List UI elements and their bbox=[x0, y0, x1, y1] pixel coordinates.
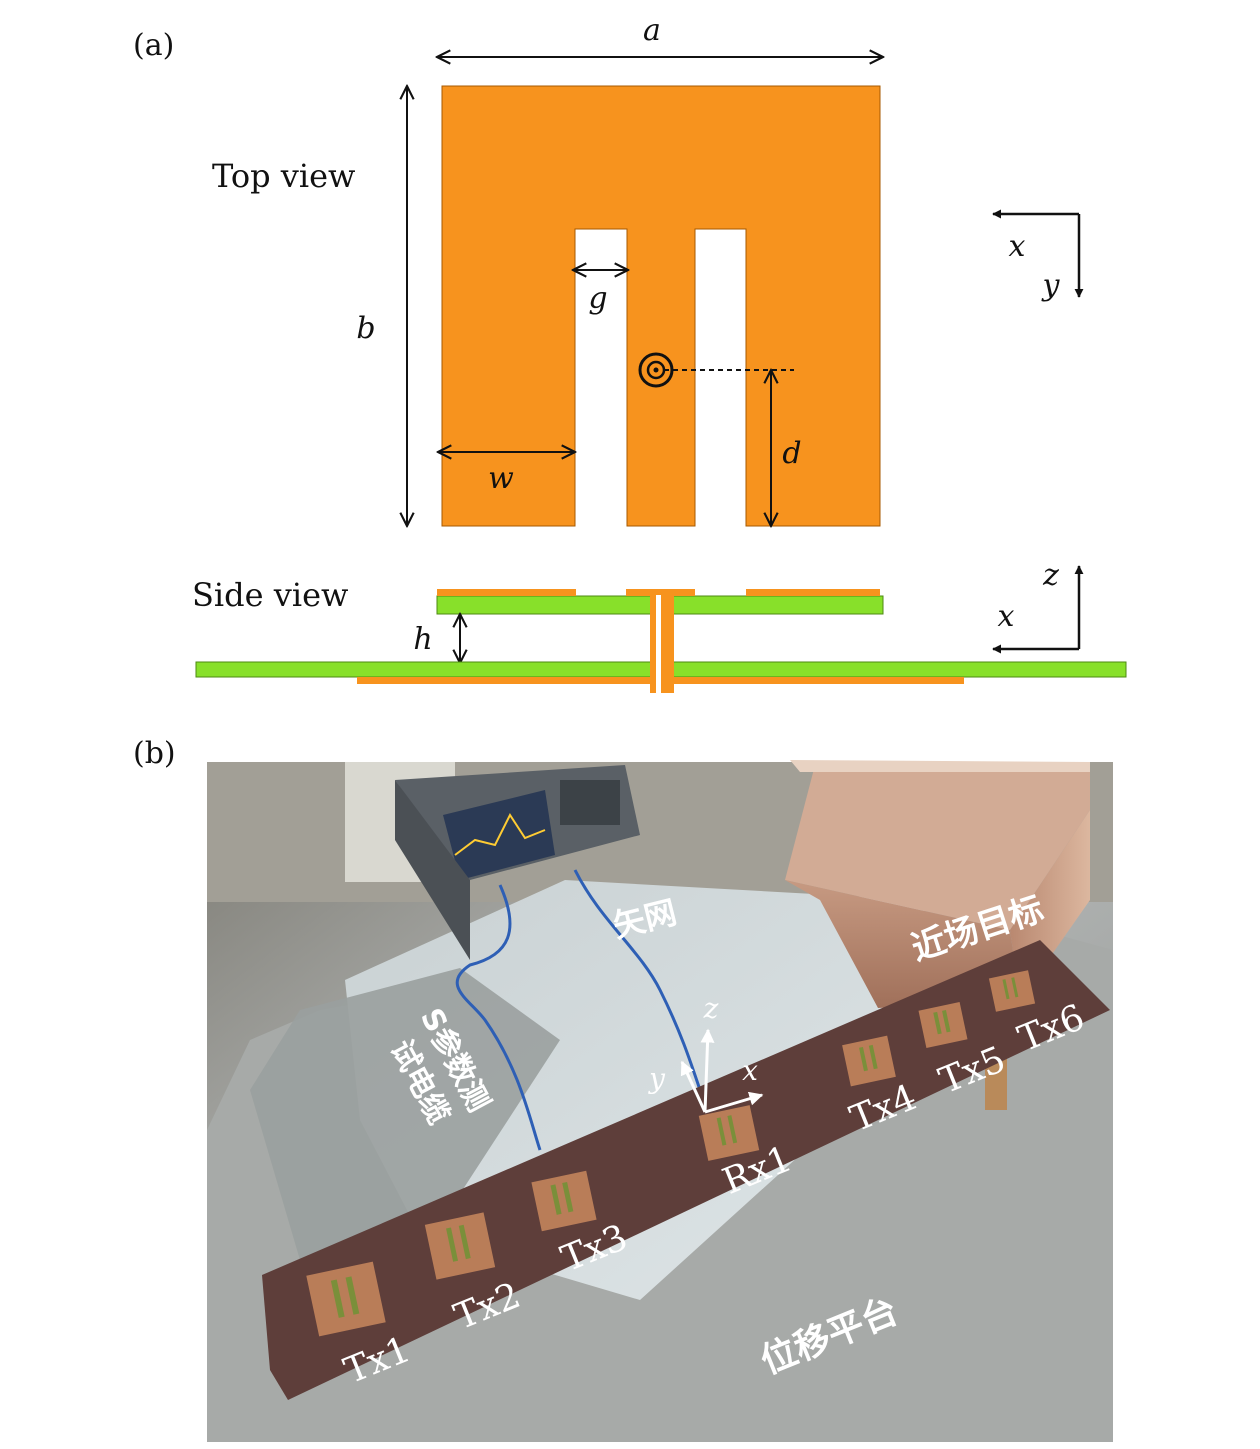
feed-point-center bbox=[653, 367, 659, 373]
photo-axis-y-label: y bbox=[647, 1062, 666, 1095]
photo-axis-z-label: z bbox=[703, 992, 719, 1025]
ground-substrate bbox=[195, 660, 1127, 693]
antenna-tx4 bbox=[842, 1035, 896, 1087]
feed-point-outer bbox=[638, 352, 674, 388]
dimension-w-label: w bbox=[488, 461, 514, 496]
antenna-rx1 bbox=[698, 1105, 760, 1161]
dimension-b-label: b bbox=[356, 311, 375, 346]
photo-axis-x-label: x bbox=[742, 1054, 758, 1087]
panel-a-label: (a) bbox=[133, 28, 174, 63]
side-axis-z-label: z bbox=[1042, 558, 1059, 593]
top-axis-y-label: y bbox=[1041, 268, 1061, 303]
panel-b-label: (b) bbox=[133, 736, 176, 771]
measurement-photo: z y x 矢网 近场目标 S参数测 试电缆 位移平台 Tx1 Tx2 Tx3 … bbox=[207, 760, 1113, 1442]
antenna-tx3 bbox=[531, 1170, 597, 1232]
antenna-tx5 bbox=[918, 1002, 968, 1048]
top-view-label: Top view bbox=[212, 157, 355, 195]
e-shaped-patch bbox=[441, 85, 881, 527]
photo-axis-x-arrow bbox=[704, 1091, 764, 1114]
photo-axis-y-arrow bbox=[680, 1060, 707, 1113]
antenna-tx2 bbox=[424, 1212, 496, 1280]
dimension-g-label: g bbox=[588, 281, 607, 316]
translation-stage-strip bbox=[262, 940, 1110, 1400]
side-axis-x-label: x bbox=[998, 599, 1015, 634]
panel-a: (a) Top view a b g d w x y Side view bbox=[133, 13, 1127, 693]
vector-network-analyzer bbox=[395, 765, 640, 960]
dimension-d-label: d bbox=[782, 436, 801, 471]
test-cable-2 bbox=[573, 869, 702, 1091]
top-axis-x-label: x bbox=[1009, 229, 1026, 264]
antenna-tx6 bbox=[988, 970, 1036, 1012]
panel-b: (b) bbox=[133, 736, 1113, 1442]
antenna-tx1 bbox=[306, 1261, 386, 1337]
antenna-array bbox=[306, 970, 1036, 1337]
photo-axis-z-arrow bbox=[700, 1028, 715, 1113]
dimension-h-label: h bbox=[413, 622, 432, 657]
test-cable-1 bbox=[455, 884, 542, 1151]
side-view-label: Side view bbox=[192, 576, 348, 614]
dimension-a-label: a bbox=[643, 13, 661, 48]
